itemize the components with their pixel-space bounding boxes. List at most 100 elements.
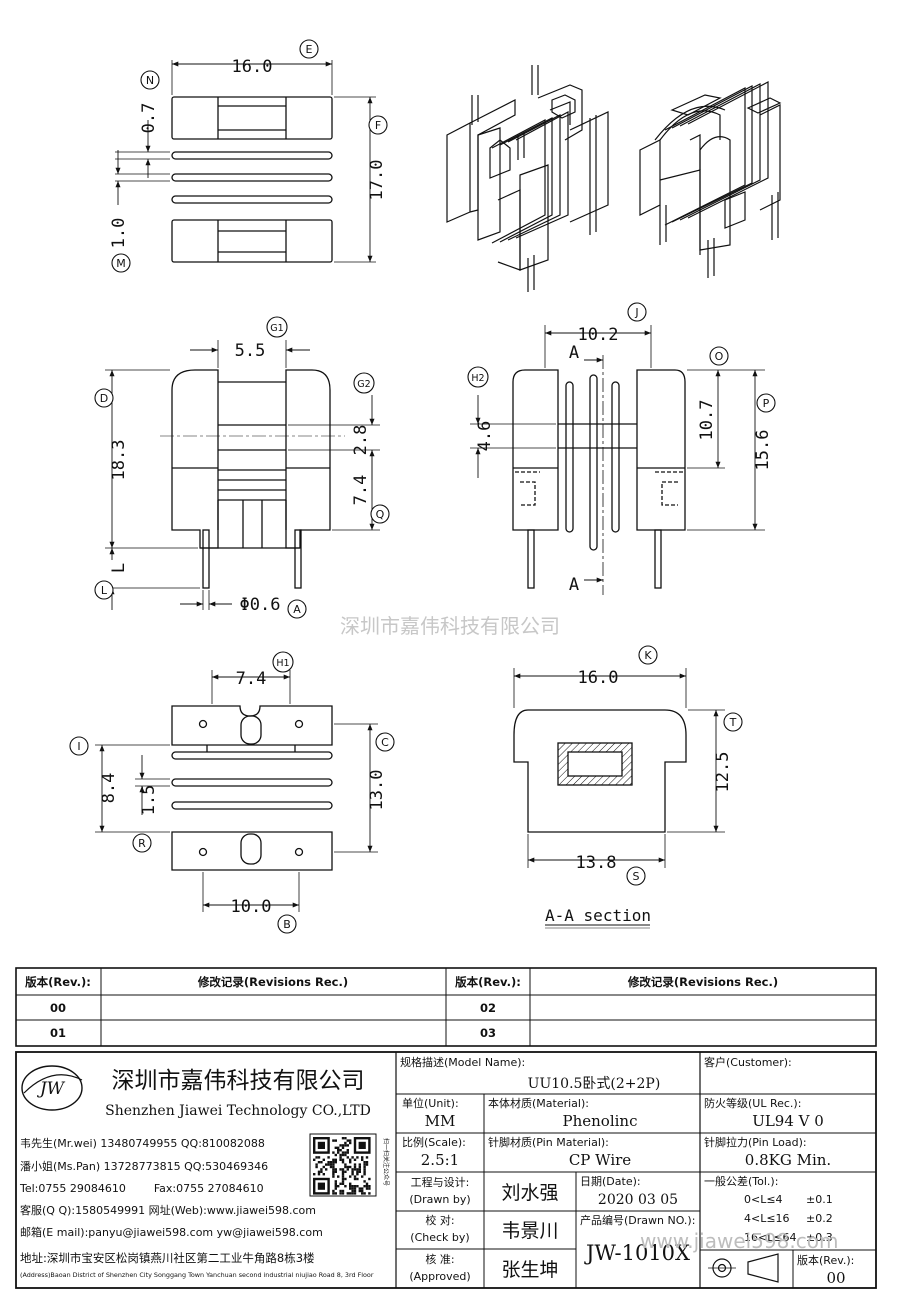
dim-c: 13.0 (367, 770, 387, 811)
callout-circle-o (709, 346, 729, 366)
isometric-view-left (446, 65, 609, 292)
contact-line-2: 潘小姐(Ms.Pan) 13728773815 QQ:530469346 (20, 1159, 268, 1173)
callout-circle-m (111, 253, 131, 273)
check-label-en: (Check by) (410, 1231, 469, 1244)
callout-circle-i (69, 736, 89, 756)
dim-r: 1.5 (139, 785, 159, 816)
callout-circle-h2 (467, 366, 489, 388)
ul-label: 防火等级(UL Rec.): (704, 1096, 801, 1110)
pin-load-label: 针脚拉力(Pin Load): (704, 1135, 807, 1149)
tolerance-range-1: 0<L≤4 (744, 1193, 783, 1206)
callout-circle-d (94, 388, 114, 408)
dim-pin-l: L (109, 563, 129, 573)
isometric-view-right (639, 81, 782, 278)
drawn-value: 刘水强 (501, 1182, 558, 1204)
tolerance-range-3: 16<L≤64 (744, 1231, 797, 1244)
model-label: 规格描述(Model Name): (400, 1055, 525, 1069)
drawn-no-value: JW-1010X (584, 1241, 690, 1265)
section-mark-top: A (569, 343, 579, 363)
callout-label-i: I (77, 740, 80, 753)
tolerance-value-2: ±0.2 (806, 1212, 833, 1225)
callout-label-q: Q (376, 508, 385, 521)
callout-label-p: P (763, 397, 770, 410)
approved-label-cn: 核 准: (425, 1252, 454, 1266)
callout-label-l: L (101, 584, 108, 597)
dim-q: 7.4 (351, 475, 371, 506)
check-label-cn: 校 对: (425, 1213, 454, 1227)
model-value: UU10.5卧式(2+2P) (528, 1076, 661, 1092)
callout-label-g2: G2 (357, 379, 370, 390)
pin-material-label: 针脚材质(Pin Material): (488, 1135, 609, 1149)
callout-label-h1: H1 (276, 658, 289, 669)
dim-i: 8.4 (99, 773, 119, 804)
dim-gap-0-7: 0.7 (139, 103, 159, 134)
callout-label-m: M (116, 257, 126, 270)
callout-label-k: K (644, 649, 652, 662)
contact-line-4: 客服(Q Q):1580549991 网址(Web):www.jiawei598… (20, 1203, 316, 1217)
dim-p: 15.6 (753, 430, 773, 471)
company-name-cn: 深圳市嘉伟科技有限公司 (112, 1068, 365, 1094)
section-title: A-A section (545, 906, 651, 925)
rev-row-00: 00 (50, 1001, 66, 1015)
dim-t: 12.5 (713, 752, 733, 793)
callout-label-d: D (100, 392, 108, 405)
scale-value: 2.5:1 (421, 1151, 459, 1169)
callout-circle-c (375, 732, 395, 752)
top-view (115, 60, 376, 263)
callout-circle-s (626, 866, 646, 886)
callout-circle-r (132, 833, 152, 853)
bottom-view (95, 670, 378, 912)
rec-header-right: 修改记录(Revisions Rec.) (627, 975, 778, 989)
qr-code (309, 1133, 377, 1197)
front-view (105, 340, 380, 610)
title-block (15, 1051, 877, 1289)
dim-b: 10.0 (231, 897, 272, 917)
rec-header-left: 修改记录(Revisions Rec.) (197, 975, 348, 989)
contact-line-3: Tel:0755 29084610 Fax:0755 27084610 (19, 1182, 264, 1195)
date-value: 2020 03 05 (598, 1192, 678, 1208)
approved-label-en: (Approved) (409, 1270, 470, 1283)
contact-line-1: 韦先生(Mr.wei) 13480749955 QQ:810082088 (20, 1136, 265, 1150)
dim-g1: 5.5 (235, 341, 266, 361)
callout-label-a: A (293, 603, 301, 616)
material-label: 本体材质(Material): (488, 1096, 589, 1110)
callout-circle-l (94, 580, 114, 600)
dim-pin-diameter: Φ0.6 (240, 595, 281, 615)
dim-j-width: 10.2 (578, 325, 619, 345)
rev-row-02: 02 (480, 1001, 496, 1015)
callout-label-f: F (375, 119, 381, 132)
rev-value: 00 (826, 1269, 845, 1287)
check-value: 韦景川 (501, 1220, 558, 1242)
callout-circle-g2 (353, 372, 375, 394)
rev-row-03: 03 (480, 1026, 496, 1040)
revisions-table (15, 967, 877, 1047)
callout-label-s: S (633, 870, 640, 883)
callout-circle-k (638, 645, 658, 665)
rev-header-left: 版本(Rev.): (25, 975, 91, 989)
section-mark-bottom: A (569, 575, 579, 595)
dim-top-width: 16.0 (232, 57, 273, 77)
callout-label-b: B (283, 918, 291, 931)
ul-value: UL94 V 0 (752, 1112, 824, 1130)
dim-top-height: 17.0 (367, 160, 387, 201)
callout-circle-e (299, 39, 319, 59)
qr-caption: 扫一扫关注公众号 (382, 1138, 390, 1186)
company-name-en: Shenzhen Jiawei Technology CO.,LTD (105, 1103, 371, 1119)
callout-circle-t (723, 712, 743, 732)
callout-circle-q (370, 504, 390, 524)
pin-material-value: CP Wire (569, 1151, 631, 1169)
contact-line-5: 邮箱(E mail):panyu@jiawei598.com yw@jiawei… (20, 1225, 323, 1239)
callout-label-j: J (634, 306, 638, 319)
dim-o: 10.7 (697, 400, 717, 441)
section-view (513, 668, 725, 929)
callout-label-r: R (138, 837, 146, 850)
approved-value: 张生坤 (501, 1259, 558, 1281)
footer-watermark: www.jiawei598.com (640, 1229, 838, 1253)
tolerance-value-3: ±0.3 (806, 1231, 833, 1244)
callout-label-o: O (715, 350, 724, 363)
drawn-label-en: (Drawn by) (409, 1193, 470, 1206)
callout-circle-n (140, 70, 160, 90)
